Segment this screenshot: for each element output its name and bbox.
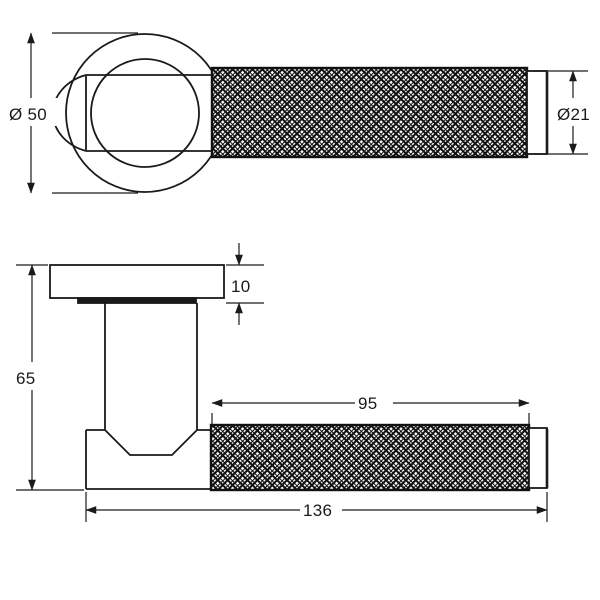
- rose-inner-circle: [90, 58, 200, 168]
- dimension-projection-height-label: 65: [16, 369, 36, 388]
- dim-text-bg-grip-diameter: [556, 98, 600, 126]
- side-view-lever-body-outline: [85, 429, 212, 490]
- dimension-grip-diameter-label: Ø21: [557, 105, 590, 124]
- dimension-grip-length-label: 95: [358, 394, 378, 413]
- dimension-overall-length-label: 136: [303, 501, 332, 520]
- dim-text-bg-overall-length: [300, 496, 342, 522]
- side-view-rose-plate: [49, 264, 225, 299]
- top-view-end-cap: [526, 70, 548, 155]
- side-view-knurled-grip: [209, 423, 531, 492]
- dimension-rose-thickness: [226, 243, 264, 325]
- top-view-knurled-grip: [210, 66, 529, 159]
- side-view-end-cap: [528, 427, 548, 489]
- side-view-rose-lip: [77, 297, 197, 304]
- dim-text-bg-projection-height: [14, 362, 48, 390]
- dim-text-bg-rose-diameter: [6, 98, 60, 126]
- lever-neck-outline: [85, 74, 213, 152]
- top-view-group: [52, 33, 549, 193]
- dim-text-bg-grip-length: [355, 389, 393, 415]
- dimension-rose-diameter-label: Ø 50: [9, 105, 47, 124]
- dimension-rose-thickness-label: 10: [231, 277, 251, 296]
- side-view-group: [49, 264, 549, 492]
- side-view-stem-and-chamfer: [104, 303, 198, 456]
